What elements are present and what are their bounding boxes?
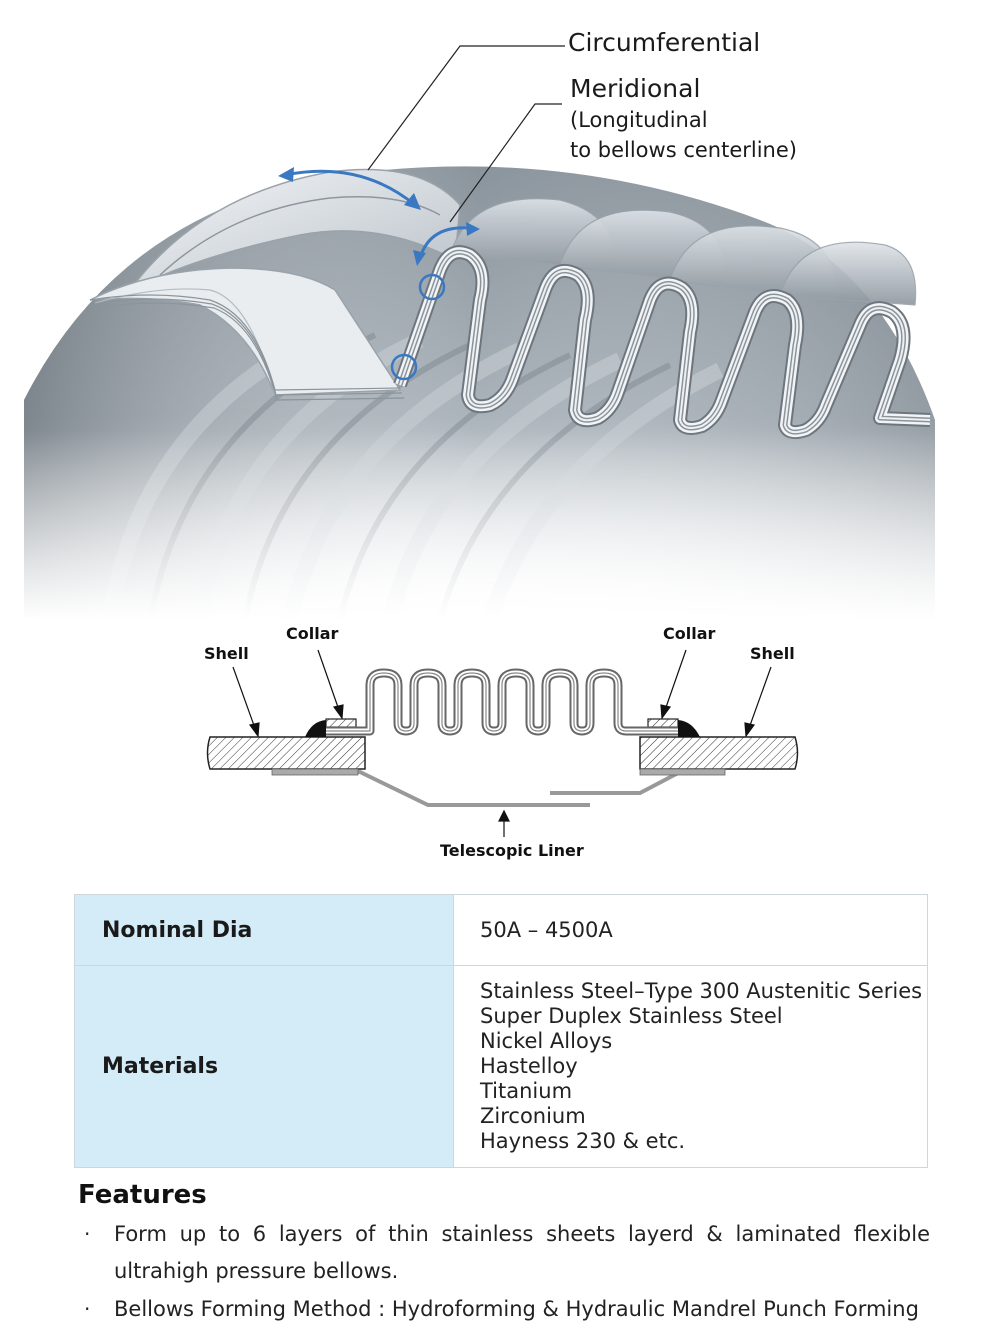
material-item: Stainless Steel–Type 300 Austenitic Seri… (480, 979, 923, 1003)
material-item: Titanium (480, 1079, 573, 1103)
material-item: Hastelloy (480, 1054, 578, 1078)
label-collar-left: Collar (286, 624, 339, 643)
leader-circumferential (367, 45, 565, 171)
material-item: Super Duplex Stainless Steel (480, 1004, 783, 1028)
weld-point-upper (418, 273, 446, 301)
leader-meridional (449, 103, 562, 223)
circumferential-arrow (284, 169, 416, 207)
label-telescopic-liner: Telescopic Liner (440, 841, 584, 860)
table-row: Materials Stainless Steel–Type 300 Auste… (74, 965, 928, 1168)
collar-left (325, 718, 357, 728)
spec-table: Nominal Dia 50A – 4500A Materials Stainl… (74, 894, 928, 1168)
bellows-convolutions (326, 668, 678, 736)
bullet-icon: · (84, 1222, 91, 1246)
bellows-cross-section-diagram (206, 649, 799, 837)
layered-lip (89, 294, 405, 401)
collar-right (647, 718, 679, 728)
convolution-profile (393, 245, 931, 440)
label-shell-left: Shell (204, 644, 249, 663)
convolution-ridges (449, 198, 917, 306)
label-meridional-sub1: (Longitudinal (570, 108, 708, 132)
label-shell-right: Shell (750, 644, 795, 663)
nominal-dia-label: Nominal Dia (74, 894, 454, 966)
nominal-dia-value: 50A – 4500A (453, 894, 928, 966)
telescopic-liner (272, 770, 725, 807)
materials-label: Materials (74, 965, 454, 1168)
table-row: Nominal Dia 50A – 4500A (74, 894, 928, 966)
material-item: Hayness 230 & etc. (480, 1129, 686, 1153)
weld-point-lower (390, 353, 418, 381)
label-circumferential: Circumferential (568, 28, 761, 57)
weld-right (678, 720, 700, 737)
feature-item: Form up to 6 layers of thin stainless sh… (114, 1222, 930, 1283)
material-item: Nickel Alloys (480, 1029, 613, 1053)
schematic-leaders (232, 649, 772, 837)
material-item: Zirconium (480, 1104, 586, 1128)
weld-left (305, 720, 326, 737)
label-meridional: Meridional (570, 74, 701, 103)
feature-item: Bellows Forming Method : Hydroforming & … (114, 1297, 919, 1321)
shell-right (639, 736, 799, 770)
materials-list: Stainless Steel–Type 300 Austenitic Seri… (453, 965, 928, 1168)
bullet-icon: · (84, 1297, 91, 1321)
label-collar-right: Collar (663, 624, 716, 643)
label-meridional-sub2: to bellows centerline) (570, 138, 797, 162)
outer-shell-top (129, 168, 461, 291)
features-title: Features (78, 1180, 207, 1210)
shell-left (206, 736, 366, 770)
bellows-3d-illustration (0, 45, 1000, 620)
